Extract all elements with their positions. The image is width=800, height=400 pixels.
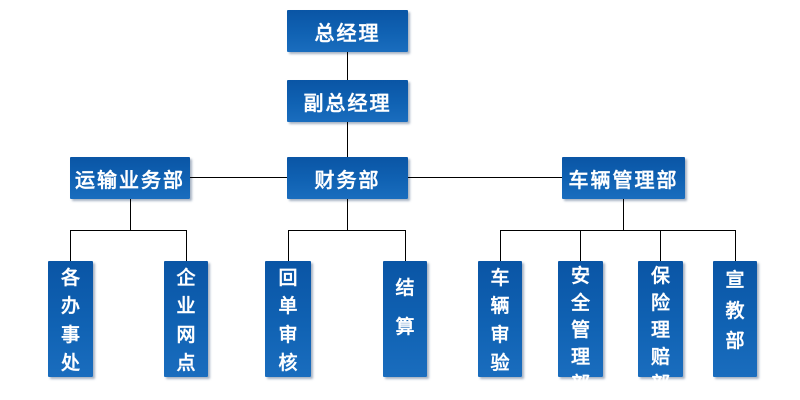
org-node-general-manager: 总经理 (287, 10, 408, 52)
connector-deputy-to-finance (347, 122, 348, 157)
org-node-receipt-audit: 回单审核 (265, 261, 311, 377)
org-node-label: 企业网点 (176, 267, 196, 375)
org-node-label: 结算 (395, 278, 415, 338)
connector-to-publicity-education (735, 230, 736, 261)
org-node-label: 回单审核 (278, 267, 298, 375)
connector-finance-rail (288, 230, 405, 231)
org-node-publicity-education-dept: 宣教部 (713, 261, 757, 377)
connector-transport-stem (130, 199, 131, 230)
org-node-label: 总经理 (314, 22, 381, 45)
org-node-label: 运输业务部 (75, 169, 185, 192)
connector-gm-to-deputy (347, 52, 348, 80)
org-node-label: 安全管理部 (570, 266, 590, 395)
org-node-deputy-general-manager: 副总经理 (287, 80, 408, 122)
org-node-insurance-claims-dept: 保险理赔部 (638, 261, 683, 395)
connector-to-receipt-audit (288, 230, 289, 261)
org-node-transport-business-dept: 运输业务部 (70, 157, 190, 199)
connector-to-settlement (405, 230, 406, 261)
connector-to-vehicle-inspection (500, 230, 501, 261)
org-node-label: 副总经理 (303, 92, 392, 115)
connector-finance-to-vehicle-mgmt (408, 177, 562, 178)
connector-vehicle-mgmt-stem (623, 199, 624, 230)
org-node-offices: 各办事处 (48, 261, 93, 377)
connector-to-insurance-claims (660, 230, 661, 261)
org-node-label: 保险理赔部 (650, 266, 670, 395)
org-node-settlement: 结算 (383, 261, 427, 377)
org-node-vehicle-inspection: 车辆审验 (478, 261, 522, 377)
org-node-label: 宣教部 (725, 269, 745, 353)
connector-to-safety-management (580, 230, 581, 261)
connector-transport-rail (70, 230, 187, 231)
org-node-label: 各办事处 (60, 267, 80, 375)
org-node-finance-dept: 财务部 (287, 157, 408, 199)
connector-to-enterprise-network (186, 230, 187, 261)
org-node-enterprise-network-points: 企业网点 (164, 261, 208, 377)
org-node-label: 车辆管理部 (568, 169, 679, 192)
connector-transport-to-finance (190, 177, 287, 178)
connector-to-offices (70, 230, 71, 261)
connector-vehicle-mgmt-rail (500, 230, 735, 231)
connector-finance-stem (347, 199, 348, 230)
org-node-safety-management-dept: 安全管理部 (558, 261, 603, 395)
org-node-label: 车辆审验 (490, 267, 510, 375)
org-node-vehicle-management-dept: 车辆管理部 (562, 157, 685, 199)
org-node-label: 财务部 (314, 169, 381, 192)
